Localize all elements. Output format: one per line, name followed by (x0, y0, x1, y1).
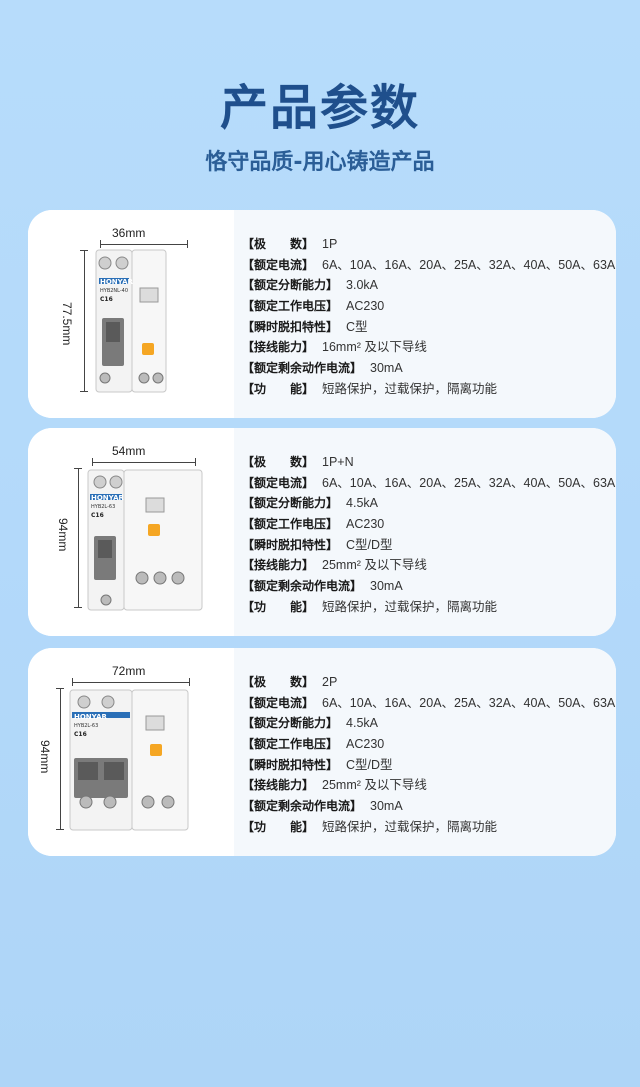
device-curve: C16 (91, 512, 104, 519)
spec-row: 【瞬时脱扣特性】C型/D型 (242, 537, 393, 552)
product-card-1p: 36mm 77.5mm HONYAR HYB2NL-40 C16 【极 数】1P… (28, 210, 616, 418)
spec-row: 【额定分断能力】4.5kA (242, 716, 378, 731)
spec-pane (234, 210, 616, 418)
spec-row: 【接线能力】16mm² 及以下导线 (242, 340, 427, 355)
device-curve: C16 (100, 296, 113, 303)
spec-list: 【极 数】1P 【额定电流】6A、10A、16A、20A、25A、32A、40A… (242, 234, 615, 400)
breaker-image (69, 689, 189, 831)
spec-row: 【功 能】短路保护，过载保护，隔离功能 (242, 381, 498, 396)
page-title: 产品参数 (219, 80, 420, 136)
spec-pane (234, 428, 616, 636)
product-card-1pn: 54mm 94mm HONYAR HYB2L-63 C16 【极 数】1P+N … (28, 428, 616, 636)
spec-row: 【额定工作电压】AC230 (242, 299, 385, 314)
spec-row: 【额定工作电压】AC230 (242, 737, 385, 752)
spec-row: 【瞬时脱扣特性】C型 (242, 319, 368, 334)
product-card-2p: 72mm 94mm HONYAR HYB2L-63 C16 【极 数】2P 【额… (28, 648, 616, 856)
page-subtitle: 恪守品质-用心铸造产品 (205, 150, 435, 175)
spec-row: 【额定电流】6A、10A、16A、20A、25A、32A、40A、50A、63A (242, 257, 616, 272)
spec-row: 【额定分断能力】4.5kA (242, 496, 378, 511)
width-dimension-line (92, 462, 196, 463)
width-dimension-label: 72mm (112, 664, 146, 678)
device-brand: HONYAR (91, 494, 124, 502)
width-dimension-line (72, 682, 190, 683)
height-dimension-label: 77.5mm (60, 302, 74, 346)
device-curve: C16 (74, 731, 87, 738)
spec-row: 【额定剩余动作电流】30mA (242, 361, 403, 376)
spec-row: 【功 能】短路保护，过载保护，隔离功能 (242, 599, 498, 614)
spec-pane (234, 648, 616, 856)
device-model: HYB2NL-40 (100, 288, 129, 294)
breaker-image (87, 469, 203, 611)
spec-row: 【瞬时脱扣特性】C型/D型 (242, 757, 393, 772)
height-dimension-label: 94mm (38, 740, 52, 774)
spec-row: 【接线能力】25mm² 及以下导线 (242, 558, 427, 573)
device-model: HYB2L-63 (74, 723, 99, 729)
spec-row: 【极 数】1P+N (242, 455, 354, 469)
height-dimension-label: 94mm (56, 518, 70, 552)
height-dimension-line (78, 468, 79, 608)
spec-row: 【额定剩余动作电流】30mA (242, 799, 403, 814)
device-brand: HONYAR (100, 278, 133, 286)
spec-row: 【极 数】1P (242, 237, 338, 251)
device-brand: HONYAR (74, 713, 107, 721)
width-dimension-label: 54mm (112, 444, 146, 458)
spec-row: 【极 数】2P (242, 675, 338, 689)
device-model: HYB2L-63 (91, 504, 116, 510)
width-dimension-label: 36mm (112, 226, 146, 240)
spec-row: 【额定工作电压】AC230 (242, 517, 385, 532)
spec-row: 【功 能】短路保护，过载保护，隔离功能 (242, 819, 498, 834)
spec-row: 【额定电流】6A、10A、16A、20A、25A、32A、40A、50A、63A (242, 695, 616, 710)
width-dimension-line (100, 244, 188, 245)
height-dimension-line (84, 250, 85, 392)
spec-row: 【额定剩余动作电流】30mA (242, 579, 403, 594)
spec-row: 【额定分断能力】3.0kA (242, 278, 378, 293)
spec-list: 【极 数】2P 【额定电流】6A、10A、16A、20A、25A、32A、40A… (242, 672, 615, 838)
spec-list: 【极 数】1P+N 【额定电流】6A、10A、16A、20A、25A、32A、4… (242, 452, 615, 618)
height-dimension-line (60, 688, 61, 830)
breaker-image (95, 249, 167, 393)
spec-row: 【接线能力】25mm² 及以下导线 (242, 778, 427, 793)
spec-row: 【额定电流】6A、10A、16A、20A、25A、32A、40A、50A、63A (242, 475, 616, 490)
